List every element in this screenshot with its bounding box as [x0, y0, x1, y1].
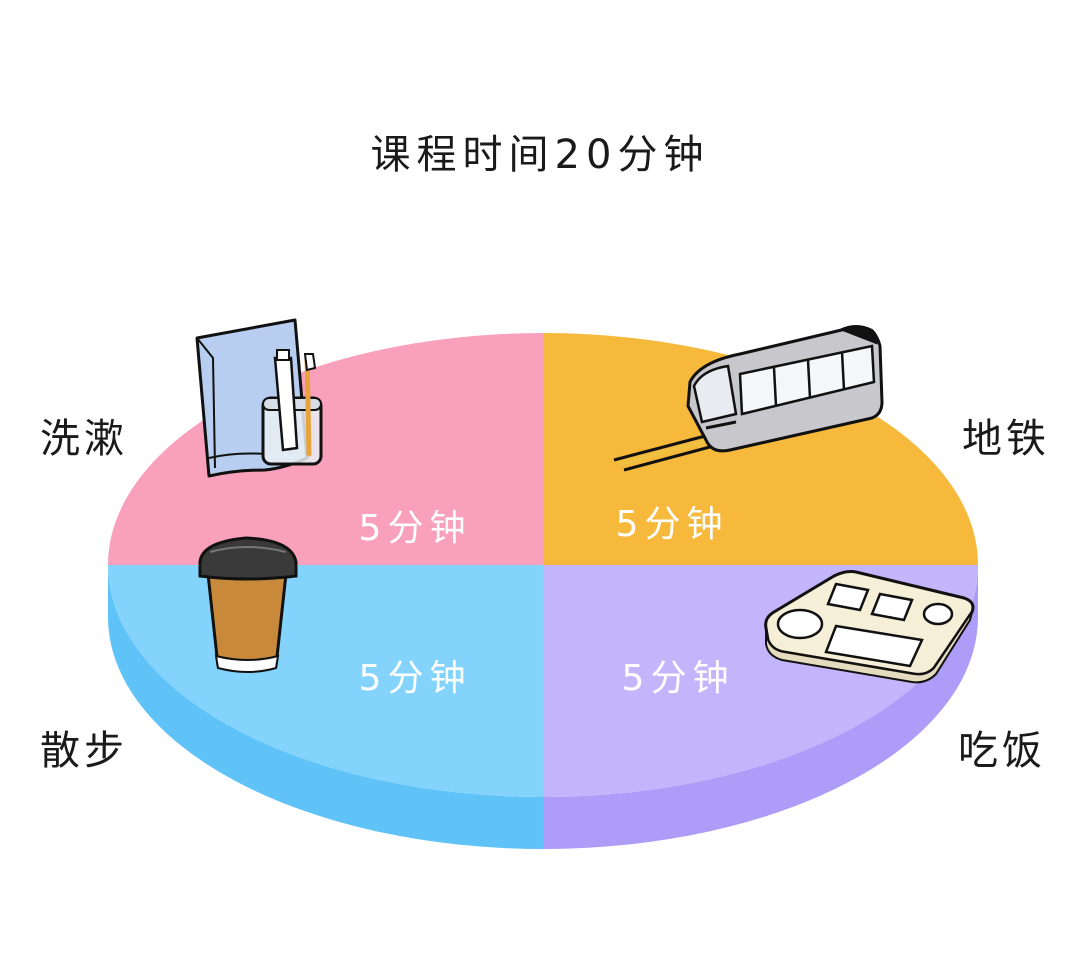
category-label-subway: 地铁: [962, 416, 1050, 462]
pie-side-eating: [543, 565, 978, 849]
chart-title: 课程时间20分钟: [371, 132, 710, 178]
food-tray-icon: [764, 570, 975, 684]
data-label-walking: 5分钟: [359, 658, 472, 699]
pie-slice-washing: [108, 333, 543, 565]
pie-side: [108, 565, 978, 849]
pie-slice-walking: [108, 565, 543, 797]
category-label-washing: 洗漱: [40, 416, 128, 462]
data-labels: 5分钟 5分钟 5分钟 5分钟: [359, 504, 735, 699]
category-label-eating: 吃饭: [958, 728, 1046, 774]
pie-side-walking: [108, 565, 543, 849]
data-label-subway: 5分钟: [616, 504, 729, 545]
data-label-washing: 5分钟: [359, 508, 472, 549]
icons: [195, 318, 975, 684]
pie-slice-subway: [543, 333, 978, 565]
toiletries-icon: [195, 318, 323, 478]
data-label-eating: 5分钟: [622, 658, 735, 699]
subway-train-icon: [613, 325, 884, 472]
category-label-walking: 散步: [40, 728, 128, 774]
coffee-cup-icon: [198, 536, 298, 673]
